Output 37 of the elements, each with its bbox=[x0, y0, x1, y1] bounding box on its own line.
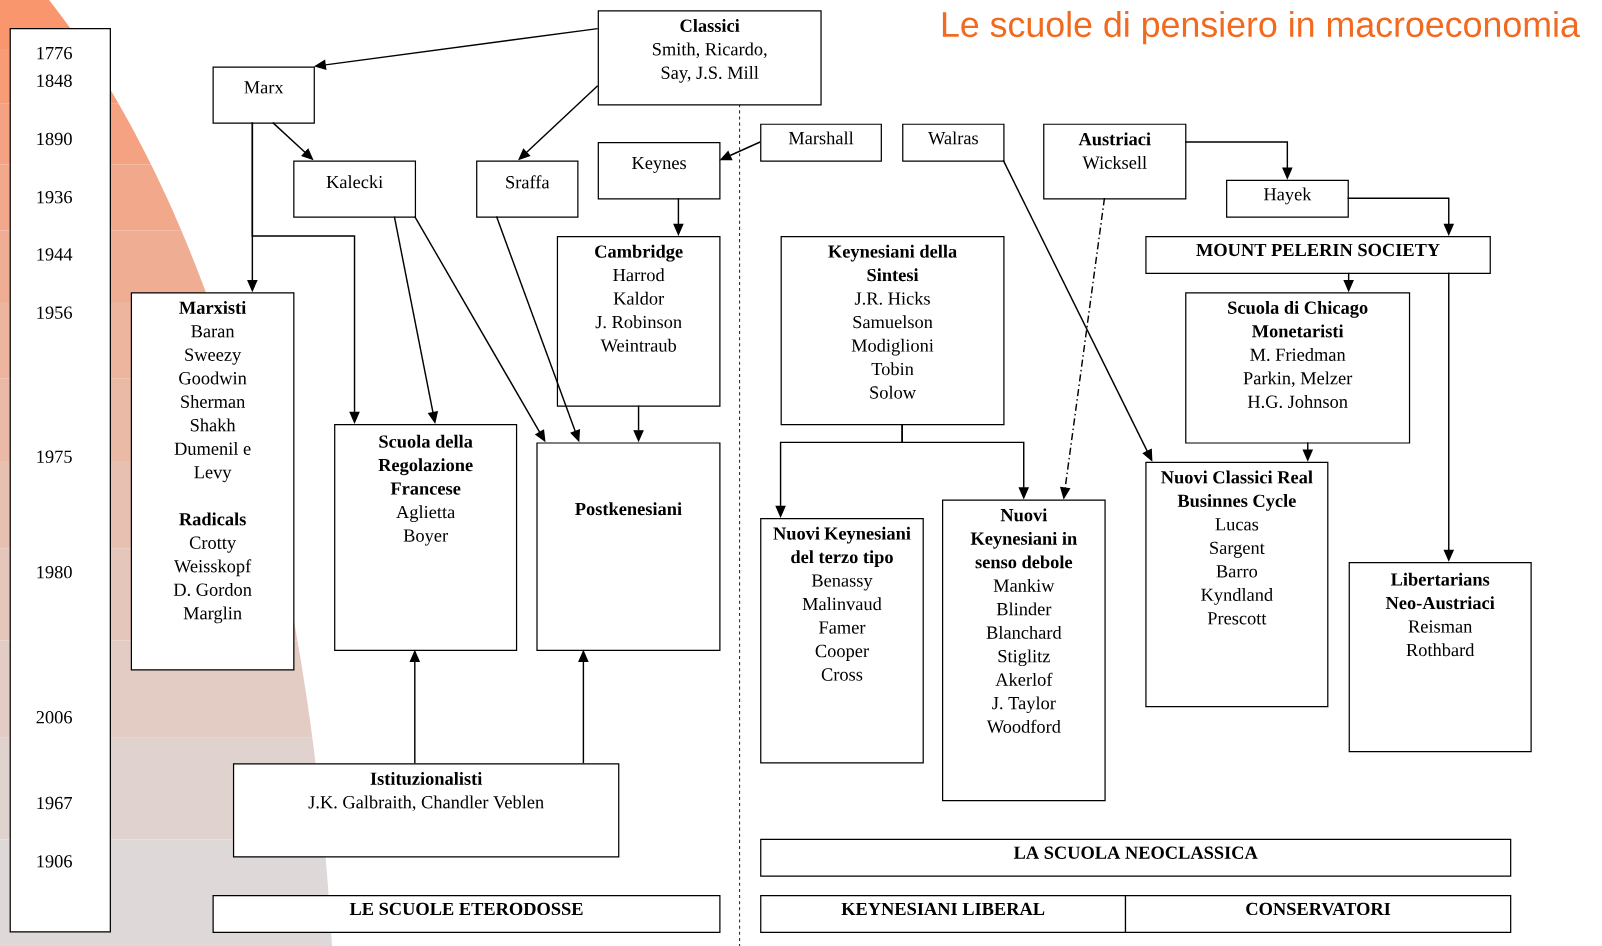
school-box: Keynesiani della Sintesi J.R. Hicks Samuelson Modiglioni Tobin Solow bbox=[780, 235, 1005, 426]
school-box: Nuovi Classici Real Businnes Cycle Lucas Sargent Barro Kyndland Prescott bbox=[1145, 461, 1329, 708]
year-label: 1967 bbox=[37, 796, 72, 810]
group-box: MOUNT PELERIN SOCIETY bbox=[1145, 235, 1491, 274]
school-box: Marshall bbox=[760, 123, 882, 162]
year-label: 1936 bbox=[37, 191, 72, 204]
school-box: Marx bbox=[212, 66, 315, 124]
year-label: 1980 bbox=[37, 565, 72, 579]
school-box: Marxisti Baran Sweezy Goodwin Sherman Shakh Dumenil e Levy Radicals Crotty Weisskopf D. Gordon Marglin bbox=[130, 292, 295, 671]
school-box: Postkenesiani bbox=[536, 442, 721, 651]
school-box: Scuola della Regolazione Francese Aglietta Boyer bbox=[334, 423, 518, 651]
year-label: 1944 bbox=[37, 248, 73, 261]
year-label: 1776 bbox=[37, 46, 72, 60]
year-label: 1848 bbox=[37, 74, 72, 87]
school-box: Istituzionalisti J.K. Galbraith, Chandler Veblen bbox=[232, 763, 620, 858]
title: Le scuole di pensiero in macroeconomia bbox=[942, 10, 1580, 45]
category-bar: LA SCUOLA NEOCLASSICA bbox=[760, 838, 1512, 877]
school-box: Nuovi Keynesiani del terzo tipo Benassy Malinvaud Famer Cooper Cross bbox=[760, 517, 924, 764]
year-label: 2006 bbox=[36, 711, 72, 724]
category-bar: KEYNESIANI LIBERAL bbox=[760, 894, 1127, 933]
year-label: 1906 bbox=[37, 855, 72, 868]
category-bar: CONSERVATORI bbox=[1124, 894, 1512, 933]
school-box: Austriaci Wicksell bbox=[1043, 123, 1187, 200]
school-box: Scuola di Chicago Monetaristi M. Friedman Parkin, Melzer H.G. Johnson bbox=[1185, 292, 1411, 444]
year-label: 1975 bbox=[37, 450, 72, 463]
school-box: Walras bbox=[902, 123, 1005, 162]
year-label: 1890 bbox=[37, 132, 72, 146]
school-box: Nuovi Keynesiani in senso debole Mankiw Blinder Blanchard Stiglitz Akerlof J. Taylor Woodford bbox=[942, 499, 1106, 802]
school-box: Hayek bbox=[1226, 179, 1349, 218]
school-box: Libertarians Neo-Austriaci Reisman Rothbard bbox=[1348, 561, 1532, 753]
year-label: 1956 bbox=[37, 306, 72, 319]
school-box: Sraffa bbox=[476, 160, 579, 218]
school-box: Keynes bbox=[597, 142, 721, 200]
school-box: Classici Smith, Ricardo, Say, J.S. Mill bbox=[597, 10, 822, 106]
school-box: Kalecki bbox=[293, 160, 417, 218]
school-box: Cambridge Harrod Kaldor J. Robinson Weintraub bbox=[556, 235, 721, 407]
category-bar: LE SCUOLE ETERODOSSE bbox=[212, 894, 721, 933]
